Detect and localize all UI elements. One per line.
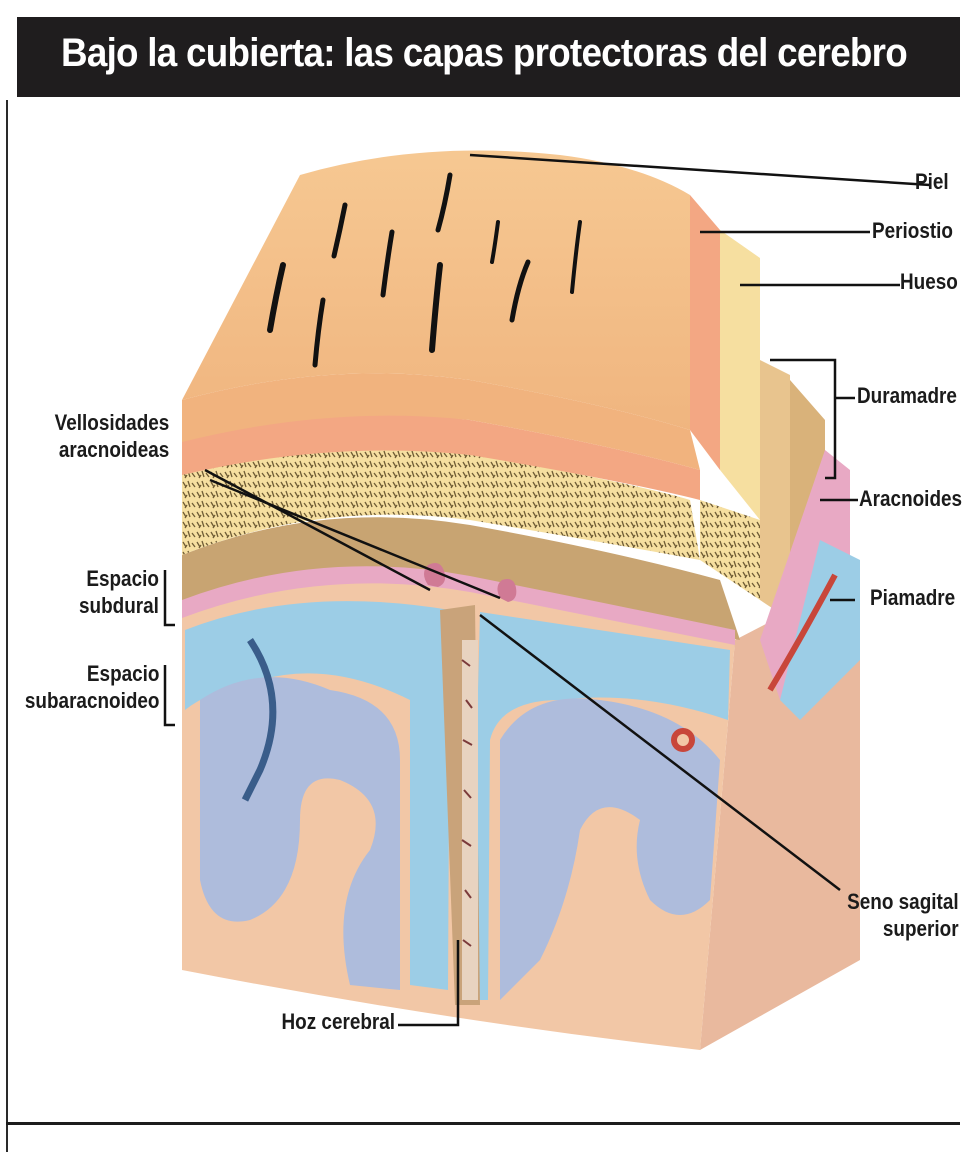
label-espacio-subdural: Espacio subdural (79, 565, 159, 619)
label-subaracnoideo-line2: subaracnoideo (24, 687, 159, 714)
leader-subdural (165, 570, 175, 625)
label-vellosidades-line1: Vellosidades (54, 409, 169, 436)
leader-subaracnoideo (165, 665, 175, 725)
label-piel: Piel (915, 168, 949, 195)
label-vellosidades-aracnoideas: Vellosidades aracnoideas (54, 409, 169, 463)
label-hoz-cerebral: Hoz cerebral (281, 1008, 395, 1035)
label-espacio-subaracnoideo: Espacio subaracnoideo (24, 660, 159, 714)
label-subaracnoideo-line1: Espacio (24, 660, 159, 687)
label-seno-line2: superior (848, 915, 959, 942)
label-aracnoides: Aracnoides (859, 485, 962, 512)
label-seno-line1: Seno sagital (848, 888, 959, 915)
label-subdural-line2: subdural (79, 592, 159, 619)
label-seno-sagital-superior: Seno sagital superior (848, 888, 959, 942)
bone-step-top (720, 230, 760, 520)
label-subdural-line1: Espacio (79, 565, 159, 592)
label-piamadre: Piamadre (870, 584, 955, 611)
label-hueso: Hueso (900, 268, 958, 295)
label-periostio: Periostio (872, 217, 953, 244)
periosteum-step (690, 195, 720, 470)
label-vellosidades-line2: aracnoideas (54, 436, 169, 463)
label-duramadre: Duramadre (857, 382, 957, 409)
